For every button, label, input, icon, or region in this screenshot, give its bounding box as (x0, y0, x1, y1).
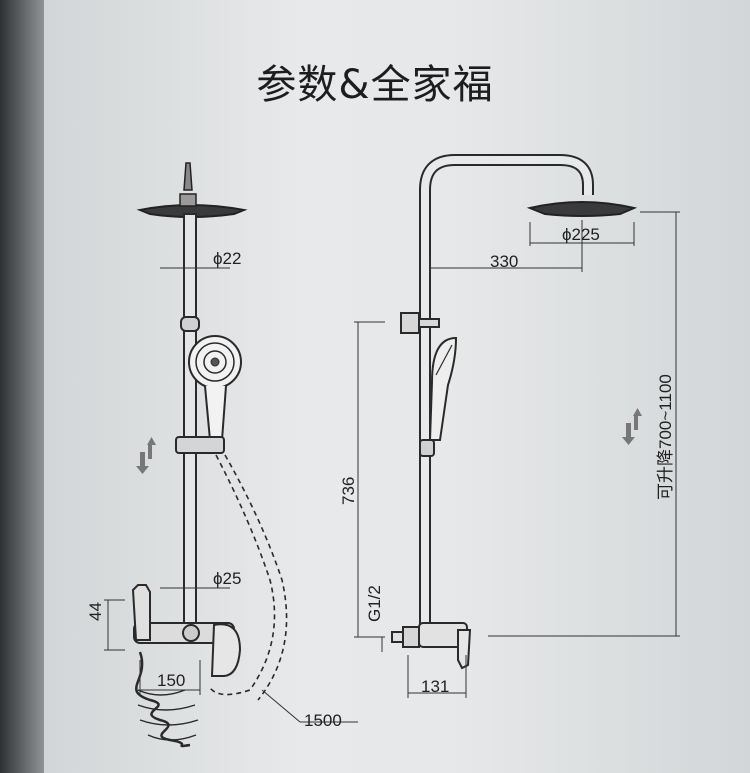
adjustable-range-label: 可升降700~1100 (656, 374, 675, 500)
showerhead-diameter-label: ϕ225 (562, 225, 600, 244)
rain-showerhead-side (526, 201, 638, 217)
holder-height-label: 736 (339, 477, 358, 505)
pipe-bottom-diameter-label: ϕ25 (213, 569, 241, 588)
bidet-sprayer (131, 584, 151, 641)
hose-dashed (209, 454, 276, 696)
arm-reach-label: 330 (490, 252, 518, 271)
mixer-lever (210, 623, 242, 677)
hand-shower-side (428, 336, 458, 441)
adjust-arrows-right-icon (622, 408, 642, 445)
inlet-thread-label: G1/2 (365, 585, 384, 622)
left-dark-strip (0, 0, 44, 773)
outlet-spacing-label: 150 (157, 671, 185, 690)
adjust-arrows-left-icon (136, 437, 156, 474)
wall-bracket-knob (400, 312, 420, 334)
mixer-width-label: 131 (421, 677, 449, 696)
page-title: 参数&全家福 (256, 62, 494, 108)
side-holder (419, 439, 435, 457)
mixer-side-lever (457, 629, 472, 670)
left-front-view (104, 162, 358, 748)
pipe-top-diameter-label: ϕ22 (213, 249, 241, 268)
hose-length-label: 1500 (304, 711, 342, 730)
slide-bracket (175, 436, 225, 454)
top-connector (183, 162, 193, 191)
handle-height-label: 44 (86, 602, 105, 621)
rain-showerhead (136, 204, 248, 218)
right-side-view (354, 154, 680, 698)
coiled-hose (135, 651, 191, 748)
hand-shower-handle (204, 385, 227, 441)
upper-holder (180, 316, 200, 332)
mixer-inlet (402, 626, 420, 648)
riser-pipe (183, 213, 197, 631)
